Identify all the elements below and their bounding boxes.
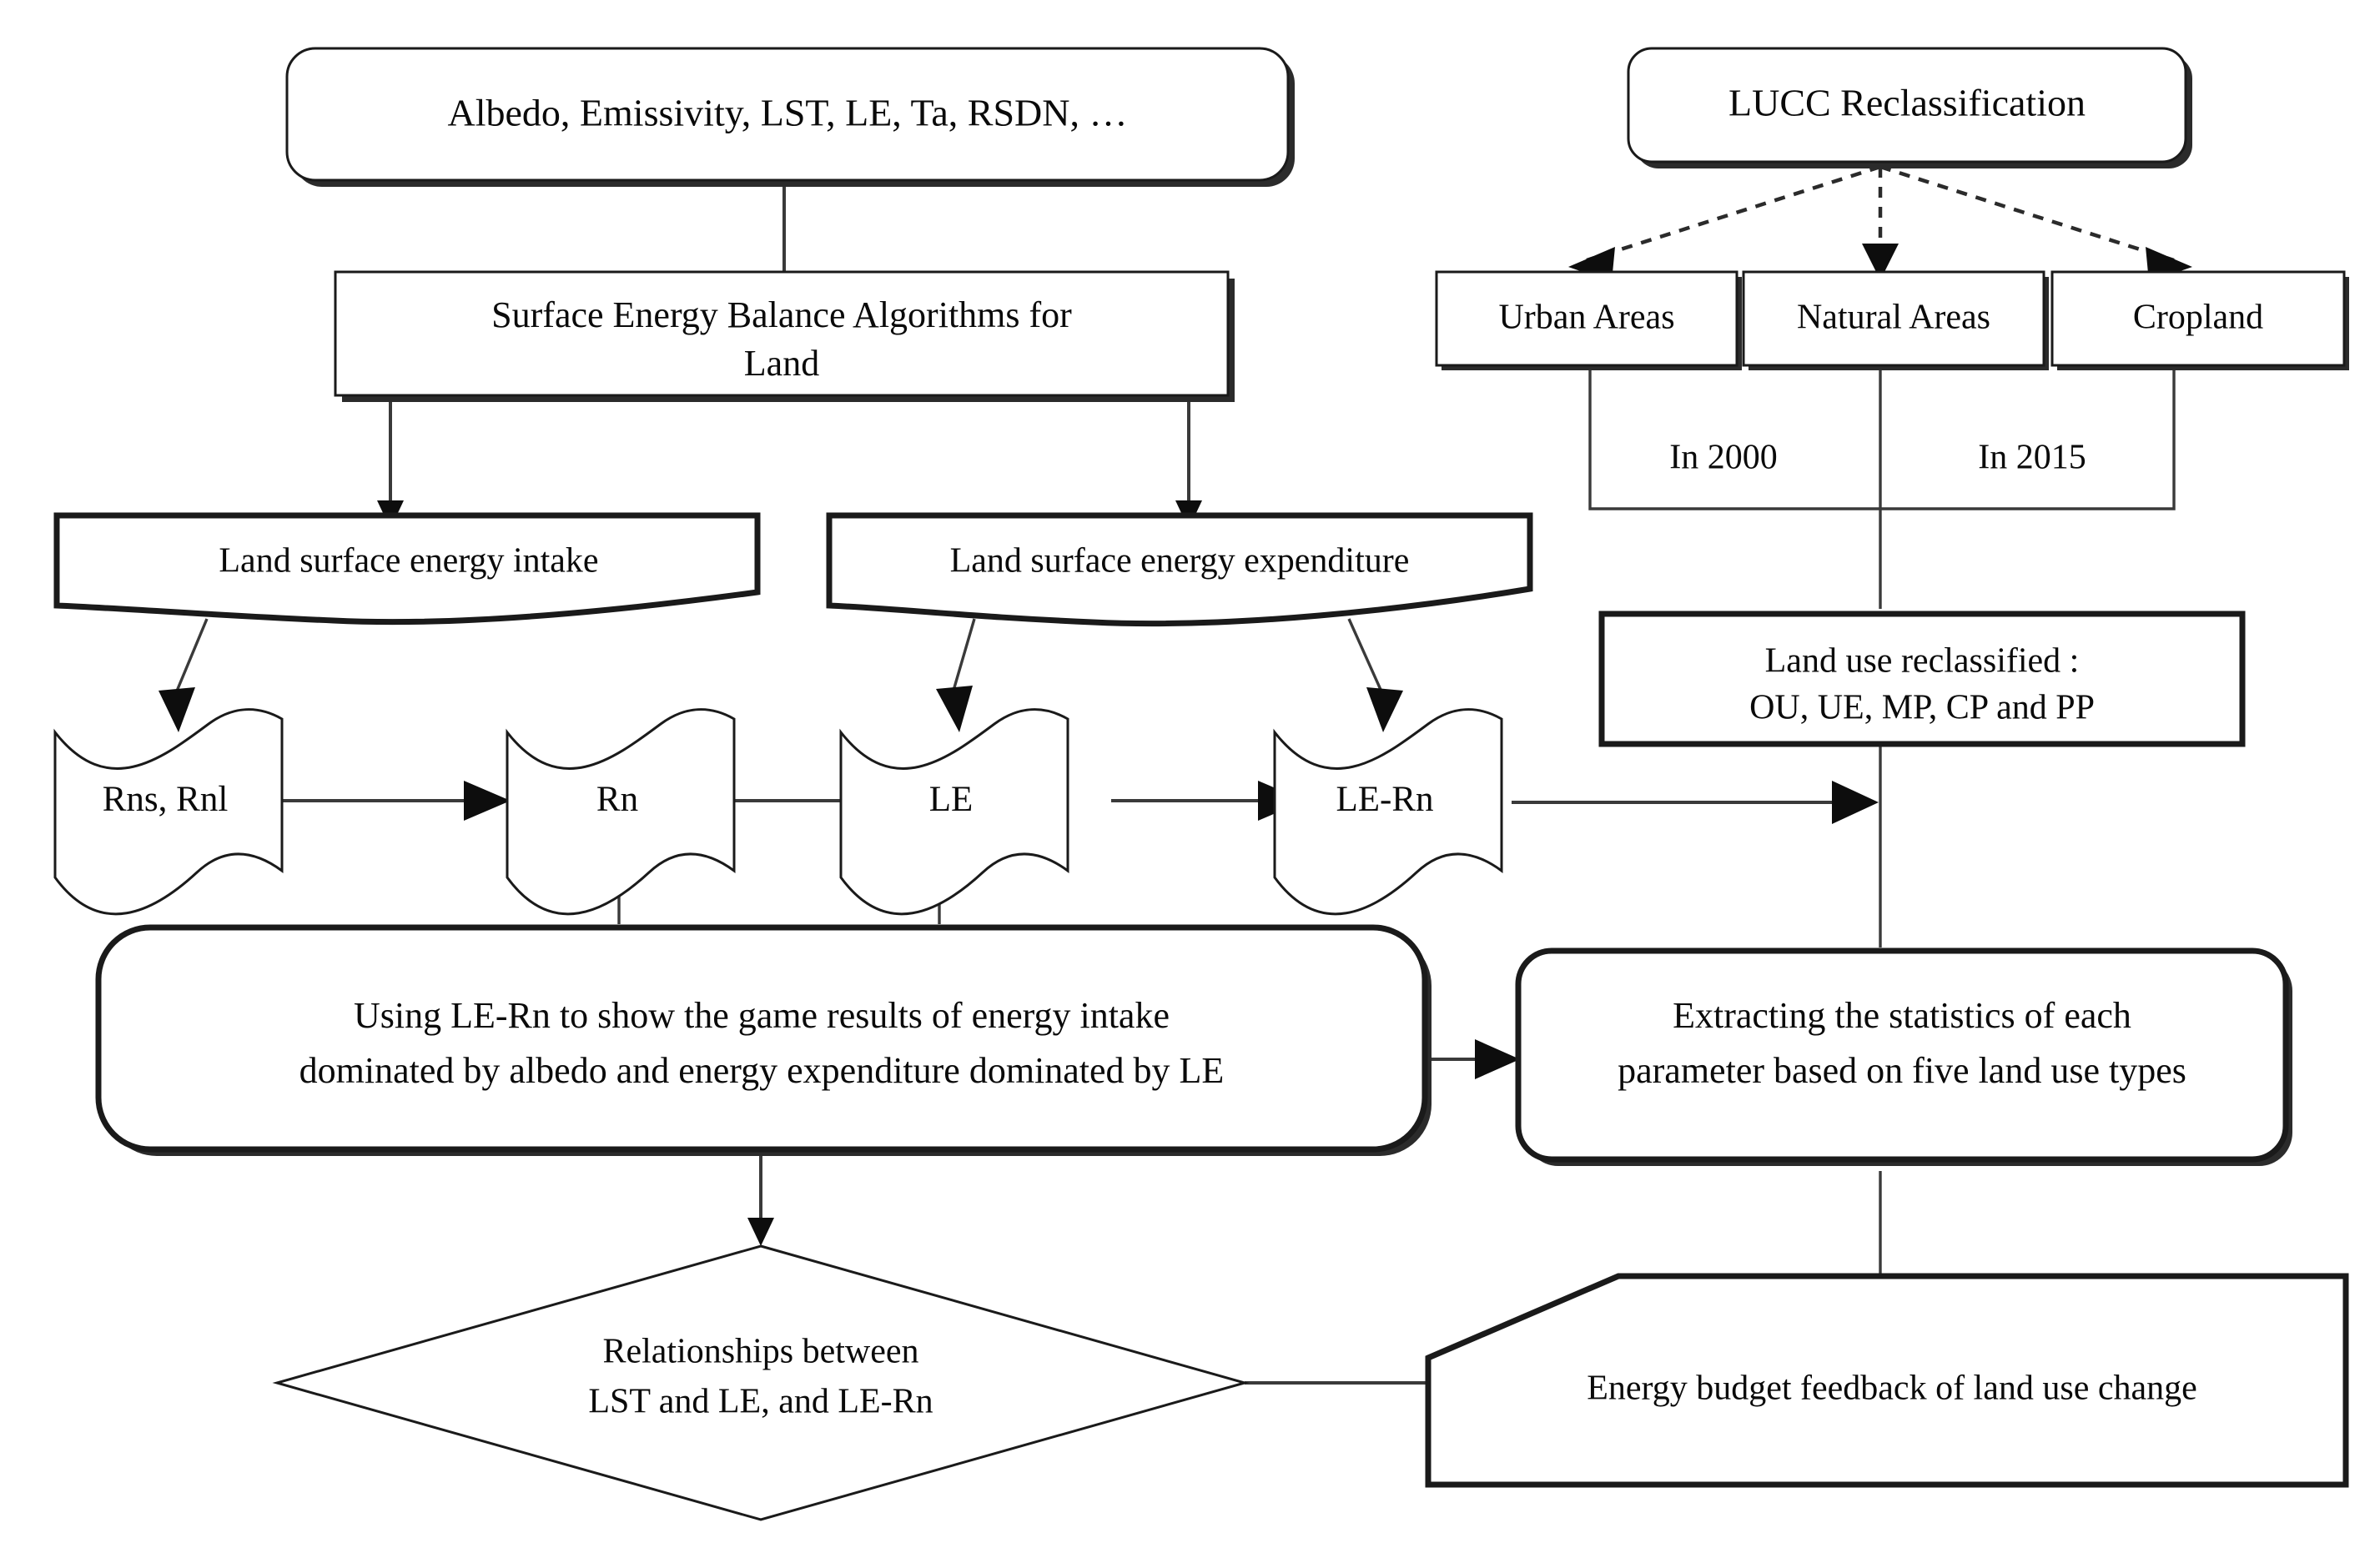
label-year-2000: In 2000 [1669, 439, 1778, 477]
node-land-use-reclassified-line2: OU, UE, MP, CP and PP [1749, 689, 2095, 727]
connector-rns-to-rn [282, 781, 511, 821]
connector-game-to-relationships [747, 1153, 774, 1246]
node-game-results-line1: Using LE-Rn to show the game results of … [354, 995, 1170, 1036]
node-sebal-line1: Surface Energy Balance Algorithms for [491, 294, 1072, 335]
node-land-use-reclassified[interactable]: Land use reclassified : OU, UE, MP, CP a… [1598, 611, 2246, 747]
node-le-rn[interactable]: LE-Rn [1273, 708, 1503, 916]
connector-lern-to-spine [1512, 781, 1879, 824]
node-rn[interactable]: Rn [506, 708, 736, 916]
node-land-use-reclassified-line1: Land use reclassified : [1765, 642, 2080, 681]
node-urban-areas-label: Urban Areas [1498, 299, 1674, 337]
node-inputs[interactable]: Albedo, Emissivity, LST, LE, Ta, RSDN, … [285, 47, 1295, 187]
node-urban-areas[interactable]: Urban Areas [1435, 270, 1742, 370]
node-sebal[interactable]: Surface Energy Balance Algorithms for La… [334, 270, 1235, 402]
node-extract-statistics-line1: Extracting the statistics of each [1673, 995, 2131, 1036]
node-relationships-line2: LST and LE, and LE-Rn [588, 1383, 933, 1421]
node-natural-areas-label: Natural Areas [1797, 299, 1990, 337]
node-energy-budget-feedback[interactable]: Energy budget feedback of land use chang… [1425, 1273, 2349, 1488]
node-relationships-line1: Relationships between [602, 1333, 918, 1371]
node-rns-rnl-label: Rns, Rnl [103, 780, 229, 819]
connector-sebal-to-intake [377, 392, 404, 529]
node-extract-statistics-line2: parameter based on five land use types [1618, 1050, 2186, 1091]
node-rns-rnl[interactable]: Rns, Rnl [53, 708, 284, 916]
connector-sebal-to-expenditure [1175, 392, 1202, 529]
label-year-2015-text: In 2015 [1978, 439, 2086, 477]
connector-year-bracket [1588, 367, 2176, 510]
label-year-2000-text: In 2000 [1669, 439, 1778, 477]
node-rn-label: Rn [596, 780, 638, 819]
node-energy-intake-label: Land surface energy intake [219, 542, 598, 581]
node-inputs-label: Albedo, Emissivity, LST, LE, Ta, RSDN, … [448, 92, 1128, 134]
node-cropland-label: Cropland [2133, 299, 2263, 337]
node-lucc[interactable]: LUCC Reclassification [1627, 47, 2192, 168]
label-year-2015: In 2015 [1978, 439, 2086, 477]
connector-expenditure-to-lern [1347, 618, 1403, 732]
node-game-results[interactable]: Using LE-Rn to show the game results of … [95, 924, 1432, 1156]
connector-game-to-extract [1428, 1039, 1520, 1079]
node-natural-areas[interactable]: Natural Areas [1742, 270, 2049, 370]
connector-lucc-to-cropland [1879, 164, 2192, 282]
connector-lucc-to-urban [1568, 164, 1881, 282]
node-le-rn-label: LE-Rn [1336, 780, 1433, 819]
node-energy-budget-feedback-label: Energy budget feedback of land use chang… [1587, 1370, 2197, 1408]
node-lucc-label: LUCC Reclassification [1728, 82, 2086, 124]
node-cropland[interactable]: Cropland [2050, 270, 2349, 370]
node-game-results-line2: dominated by albedo and energy expenditu… [299, 1050, 1225, 1091]
node-le[interactable]: LE [839, 708, 1069, 916]
connector-lucc-to-natural [1862, 167, 1899, 280]
node-energy-expenditure[interactable]: Land surface energy expenditure [826, 512, 1533, 627]
node-sebal-line2: Land [744, 343, 819, 384]
node-le-label: LE [929, 780, 974, 819]
node-relationships-diamond[interactable]: Relationships between LST and LE, and LE… [272, 1244, 1250, 1521]
connector-intake-to-rns [158, 618, 209, 732]
node-extract-statistics[interactable]: Extracting the statistics of each parame… [1515, 947, 2292, 1166]
node-energy-expenditure-label: Land surface energy expenditure [950, 542, 1410, 581]
connector-expenditure-to-le [936, 618, 976, 732]
node-energy-intake[interactable]: Land surface energy intake [53, 512, 761, 626]
